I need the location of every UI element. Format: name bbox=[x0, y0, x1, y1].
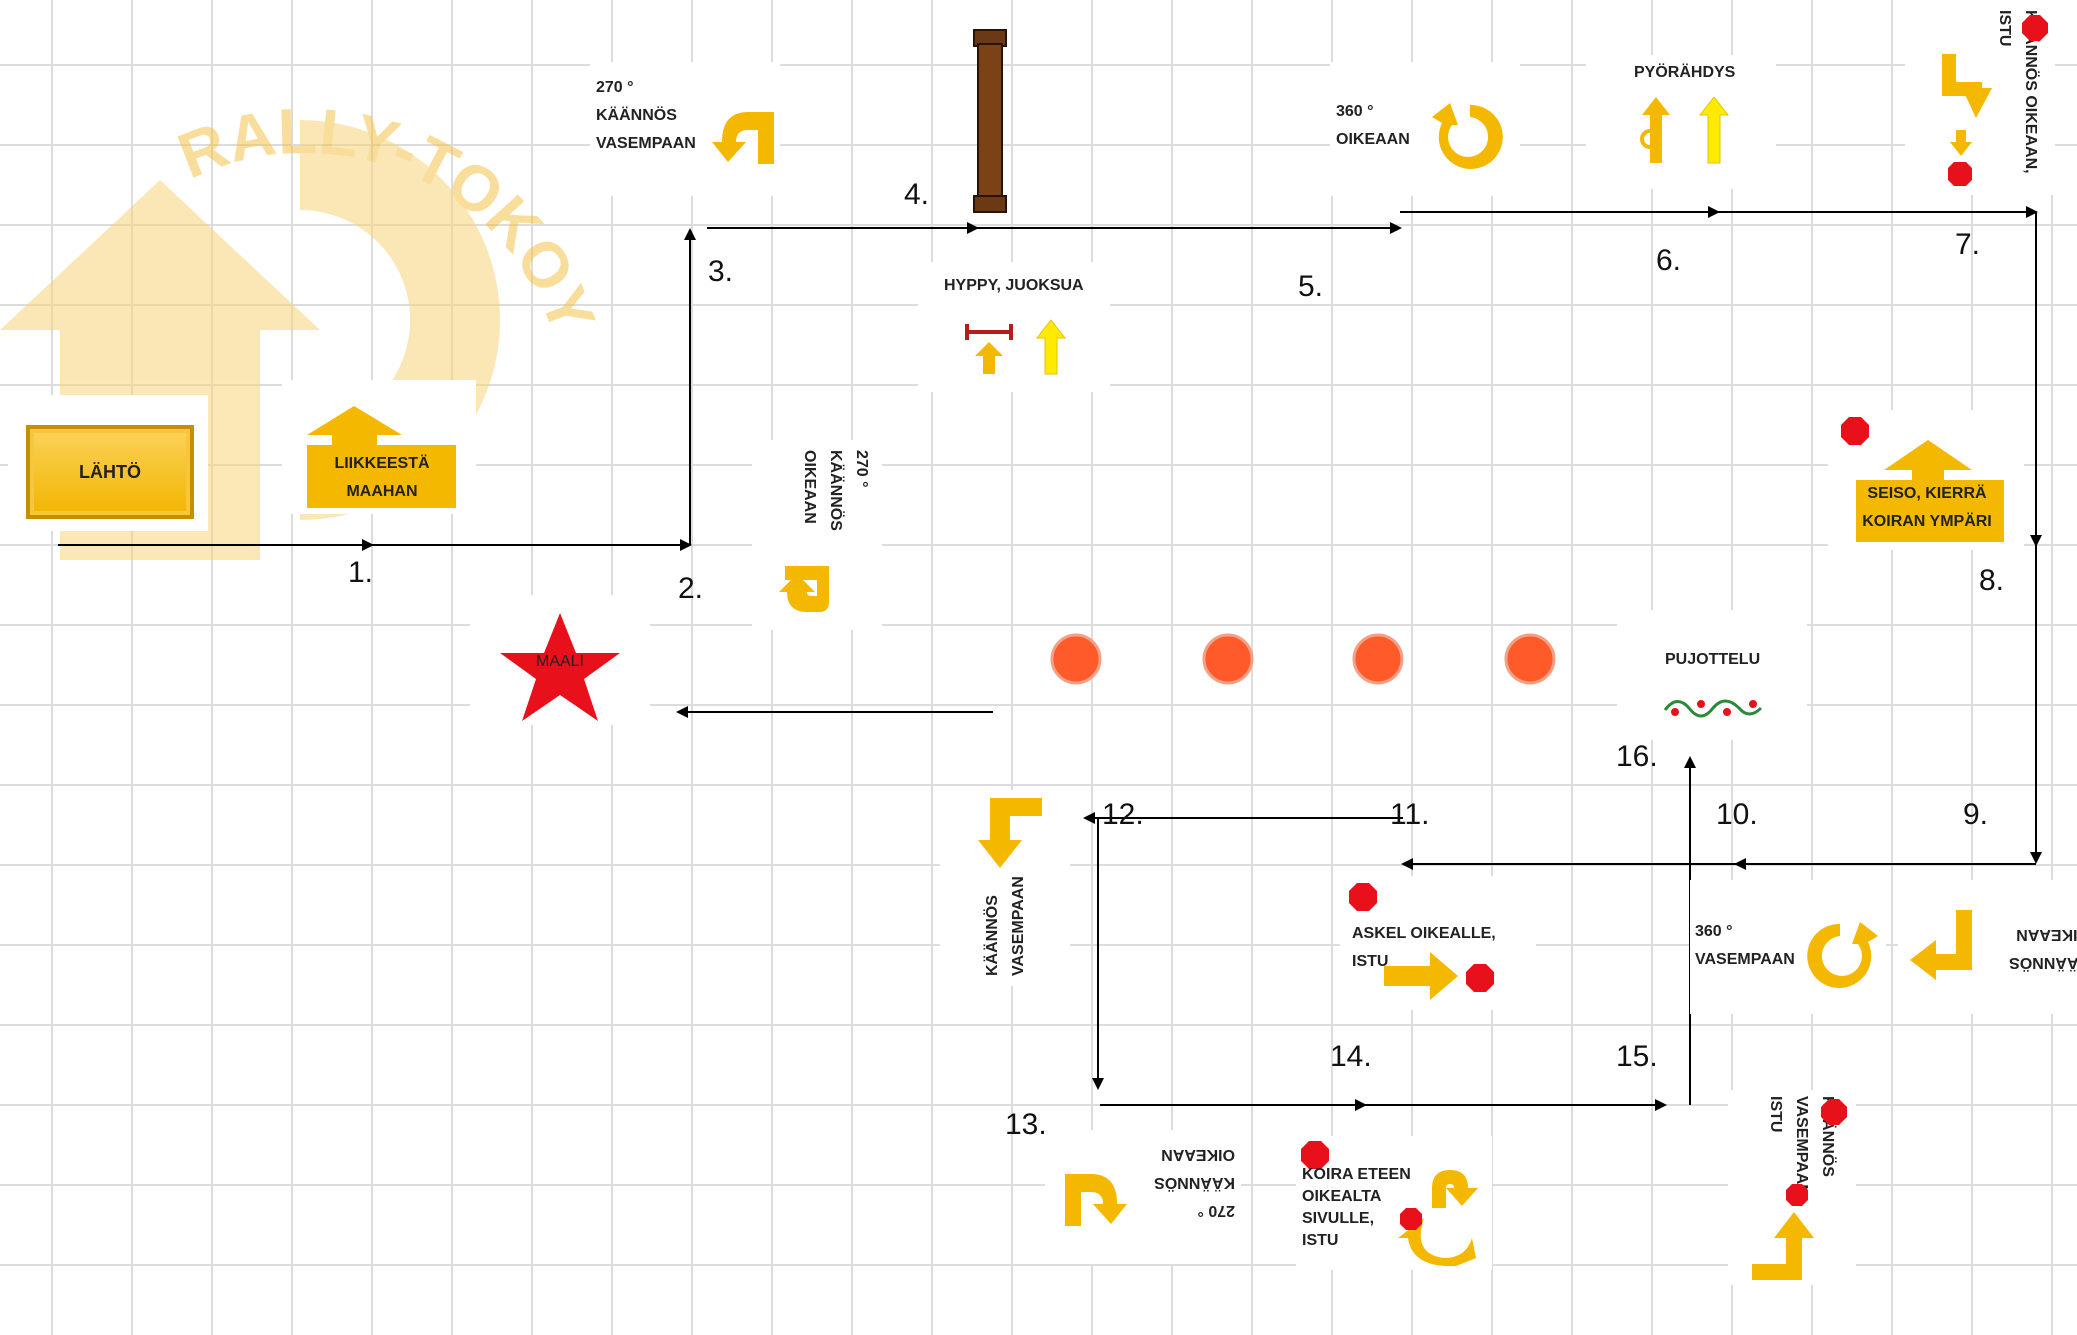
station-5-line1: 360 ° bbox=[1336, 103, 1374, 120]
turn-270-right-icon bbox=[779, 566, 829, 612]
start-label: LÄHTÖ bbox=[79, 461, 141, 482]
station-3-line3: VASEMPAAN bbox=[596, 135, 696, 152]
station-10-line1: 360 ° bbox=[1695, 923, 1733, 940]
station-3-line1: 270 ° bbox=[596, 79, 634, 96]
station-number-15: 15. bbox=[1616, 1040, 1658, 1073]
stop-sign-icon bbox=[1400, 1208, 1422, 1230]
station-number-14: 14. bbox=[1330, 1040, 1372, 1073]
start-card: LÄHTÖ bbox=[8, 395, 208, 531]
station-10-label: 360 ° VASEMPAAN bbox=[1695, 918, 1795, 974]
station-number-16: 16. bbox=[1616, 740, 1658, 773]
finish-star-icon bbox=[500, 613, 620, 721]
station-13-line3: OIKEAAN bbox=[1161, 1146, 1235, 1163]
station-5-sign: 360 ° OIKEAAN bbox=[1330, 62, 1520, 196]
start-sign: LÄHTÖ bbox=[26, 425, 194, 519]
stop-sign-icon bbox=[1466, 964, 1494, 992]
station-13-label: 270 ° KÄÄNNÖS OIKEAAN bbox=[1145, 1140, 1235, 1224]
station-number-9: 9. bbox=[1963, 798, 1989, 831]
station-7-sign: KÄÄNNÖS OIKEAAN, ISTU bbox=[1905, 0, 2055, 195]
station-number-5: 5. bbox=[1298, 270, 1324, 303]
finish-label: MAALI bbox=[535, 653, 584, 670]
station-number-10: 10. bbox=[1716, 798, 1758, 831]
station-8-sign: SEISO, KIERRÄ KOIRAN YMPÄRI bbox=[1828, 410, 2024, 550]
turn-360-right-icon bbox=[1432, 103, 1503, 169]
station-13-line2: KÄÄNNÖS bbox=[1154, 1174, 1235, 1191]
stand-circle-icon bbox=[1856, 440, 2004, 542]
turn-left-icon bbox=[978, 798, 1042, 868]
station-14-label: KOIRA ETEEN OIKEALTA SIVULLE, ISTU bbox=[1302, 1164, 1411, 1252]
station-6-sign: PYÖRÄHDYS bbox=[1586, 55, 1776, 189]
station-number-12: 12. bbox=[1102, 798, 1144, 831]
station-16-label: PUJOTTELU bbox=[1665, 651, 1761, 668]
station-8-line1: SEISO, KIERRÄ bbox=[1867, 485, 1987, 502]
finish-card: MAALI bbox=[470, 595, 650, 725]
station-2-sign: 270 ° KÄÄNNÖS OIKEAAN bbox=[752, 440, 882, 630]
turn-right-sit-icon bbox=[1942, 54, 1992, 186]
station-3-line2: KÄÄNNÖS bbox=[596, 107, 677, 124]
station-12-line1: KÄÄNNÖS bbox=[984, 895, 1001, 976]
station-13-sign: 270 ° KÄÄNNÖS OIKEAAN bbox=[1045, 1130, 1241, 1264]
station-12-line2: VASEMPAAN bbox=[1010, 876, 1027, 976]
stop-sign-icon bbox=[1821, 1099, 1847, 1125]
station-number-13: 13. bbox=[1005, 1108, 1047, 1141]
station-8-line2: KOIRAN YMPÄRI bbox=[1862, 513, 1992, 530]
station-13-line1: 270 ° bbox=[1197, 1202, 1235, 1219]
station-10-line2: VASEMPAAN bbox=[1695, 951, 1795, 968]
station-10-sign: 360 ° VASEMPAAN bbox=[1690, 880, 1886, 1014]
station-8-label: SEISO, KIERRÄ KOIRAN YMPÄRI bbox=[1862, 480, 1992, 536]
station-number-2: 2. bbox=[678, 572, 704, 605]
station-number-4: 4. bbox=[904, 178, 930, 211]
station-4-sign: HYPPY, JUOKSUA bbox=[918, 262, 1110, 392]
station-1-label: LIIKKEESTÄ MAAHAN bbox=[334, 455, 430, 500]
station-14-line2: OIKEALTA bbox=[1302, 1188, 1382, 1205]
turn-270-right-icon bbox=[1065, 1174, 1127, 1226]
spin-icon bbox=[1640, 97, 1730, 164]
weave-icon bbox=[1663, 699, 1763, 718]
station-3-sign: 270 ° KÄÄNNÖS VASEMPAAN bbox=[590, 62, 780, 196]
station-1-sign: LIIKKEESTÄ MAAHAN bbox=[282, 380, 476, 514]
station-number-8: 8. bbox=[1979, 564, 2005, 597]
station-number-7: 7. bbox=[1955, 228, 1981, 261]
station-number-6: 6. bbox=[1656, 244, 1682, 277]
station-2-line1: 270 ° bbox=[853, 450, 870, 488]
station-15-sign: KÄÄNNÖS VASEMPAAN, ISTU bbox=[1728, 1090, 1856, 1285]
station-3-label: 270 ° KÄÄNNÖS VASEMPAAN bbox=[596, 74, 696, 158]
stop-sign-icon bbox=[1349, 883, 1377, 911]
station-4-label: HYPPY, JUOKSUA bbox=[944, 277, 1084, 294]
turn-right-icon bbox=[1910, 910, 1972, 980]
stop-sign-icon bbox=[2022, 15, 2048, 41]
station-14-sign: KOIRA ETEEN OIKEALTA SIVULLE, ISTU bbox=[1296, 1136, 1492, 1270]
step-right-sit-icon bbox=[1384, 952, 1494, 1000]
stop-sign-icon bbox=[1786, 1184, 1808, 1206]
front-to-side-icon bbox=[1398, 1170, 1478, 1267]
turn-270-left-icon bbox=[712, 112, 774, 164]
station-6-label: PYÖRÄHDYS bbox=[1634, 64, 1736, 81]
turn-left-sit-icon bbox=[1752, 1184, 1814, 1280]
station-11-sign: ASKEL OIKEALLE, ISTU bbox=[1340, 876, 1536, 1010]
stop-sign-icon bbox=[1948, 162, 1972, 186]
station-5-line2: OIKEAAN bbox=[1336, 131, 1410, 148]
station-14-line3: SIVULLE, bbox=[1302, 1210, 1375, 1227]
stop-sign-icon bbox=[1301, 1141, 1329, 1169]
station-9-line1: KÄÄNNÖS bbox=[2009, 954, 2077, 971]
station-14-line4: ISTU bbox=[1302, 1232, 1339, 1249]
station-9-sign: KÄÄNNÖS OIKEAAN bbox=[1898, 880, 2077, 1014]
station-number-1: 1. bbox=[348, 556, 374, 589]
station-5-label: 360 ° OIKEAAN bbox=[1336, 98, 1410, 154]
turn-360-left-icon bbox=[1807, 922, 1878, 988]
forward-arrow-icon bbox=[307, 406, 456, 508]
station-12-sign: KÄÄNNÖS VASEMPAAN bbox=[940, 790, 1070, 986]
station-16-sign: PUJOTTELU bbox=[1617, 610, 1807, 740]
station-12-label: KÄÄNNÖS VASEMPAAN bbox=[980, 866, 1032, 976]
jump-run-icon bbox=[965, 319, 1067, 375]
station-14-line1: KOIRA ETEEN bbox=[1302, 1166, 1411, 1183]
station-number-3: 3. bbox=[708, 255, 734, 288]
station-number-11: 11. bbox=[1390, 798, 1430, 831]
station-9-line2: OIKEAAN bbox=[2016, 926, 2077, 943]
station-11-label: ASKEL OIKEALLE, ISTU bbox=[1352, 925, 1496, 970]
station-9-label: KÄÄNNÖS OIKEAAN bbox=[1990, 920, 2077, 976]
stop-sign-icon bbox=[1841, 417, 1869, 445]
